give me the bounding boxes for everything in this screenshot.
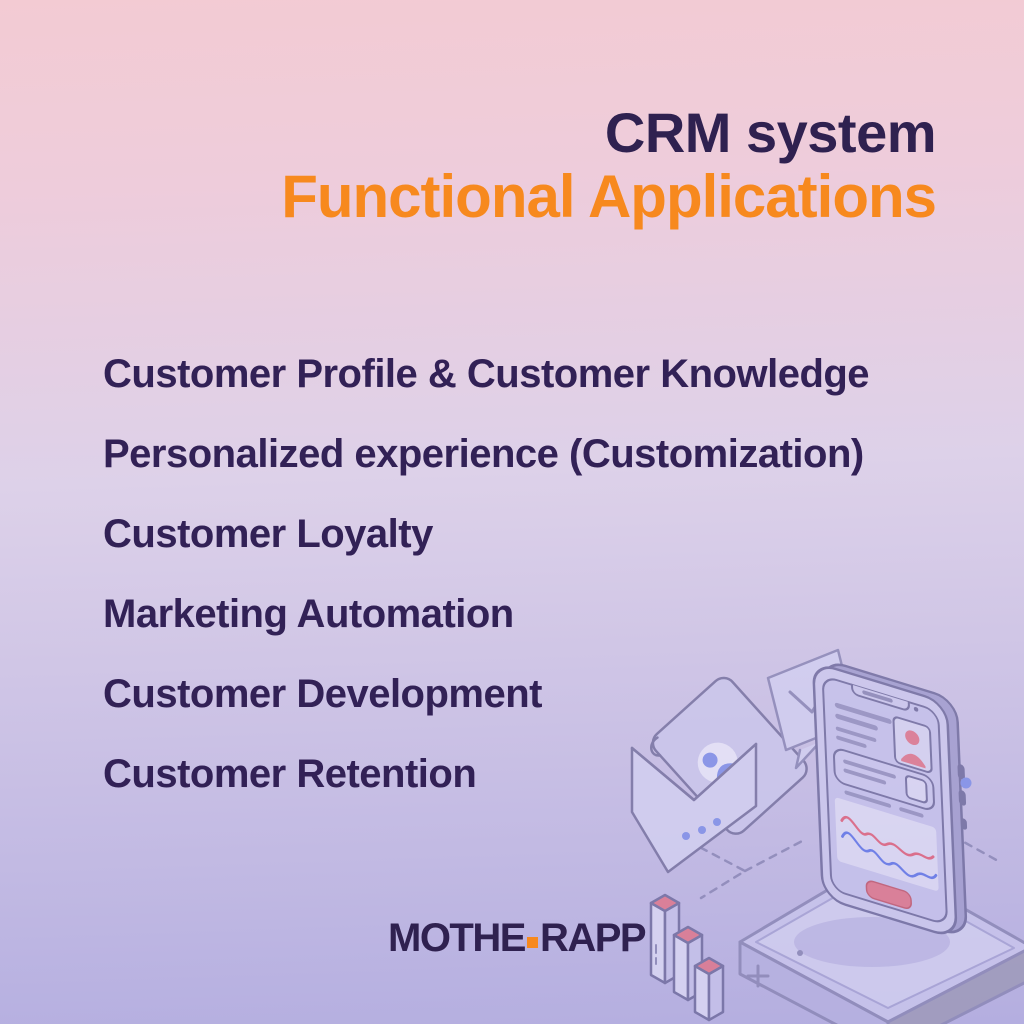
page-subtitle: Functional Applications: [281, 162, 937, 230]
feature-list: Customer Profile & Customer Knowledge Pe…: [103, 350, 870, 798]
brand-logo: MOTHE RAPP: [388, 915, 647, 960]
page-title: CRM system: [604, 101, 937, 164]
brand-prefix: MOTHE: [388, 915, 526, 960]
crm-illustration: [630, 648, 1024, 1024]
blue-dot-icon: [960, 777, 972, 789]
brand-dot-icon: [526, 936, 538, 948]
dock-icon: [738, 858, 1024, 1024]
list-item: Marketing Automation: [103, 592, 514, 636]
list-item: Customer Profile & Customer Knowledge: [103, 352, 870, 396]
list-item: Personalized experience (Customization): [103, 432, 864, 476]
title-block: CRM system Functional Applications: [281, 101, 937, 230]
list-item: Customer Development: [103, 672, 542, 716]
brand-suffix: RAPP: [539, 915, 647, 960]
bar-chart-icon: [649, 893, 725, 1022]
list-item: Customer Retention: [103, 752, 477, 796]
smartphone-icon: [812, 663, 968, 935]
envelope-icon: [630, 742, 758, 874]
plus-icon: [746, 964, 770, 988]
dashed-connector: [686, 834, 1002, 900]
list-item: Customer Loyalty: [103, 512, 433, 556]
